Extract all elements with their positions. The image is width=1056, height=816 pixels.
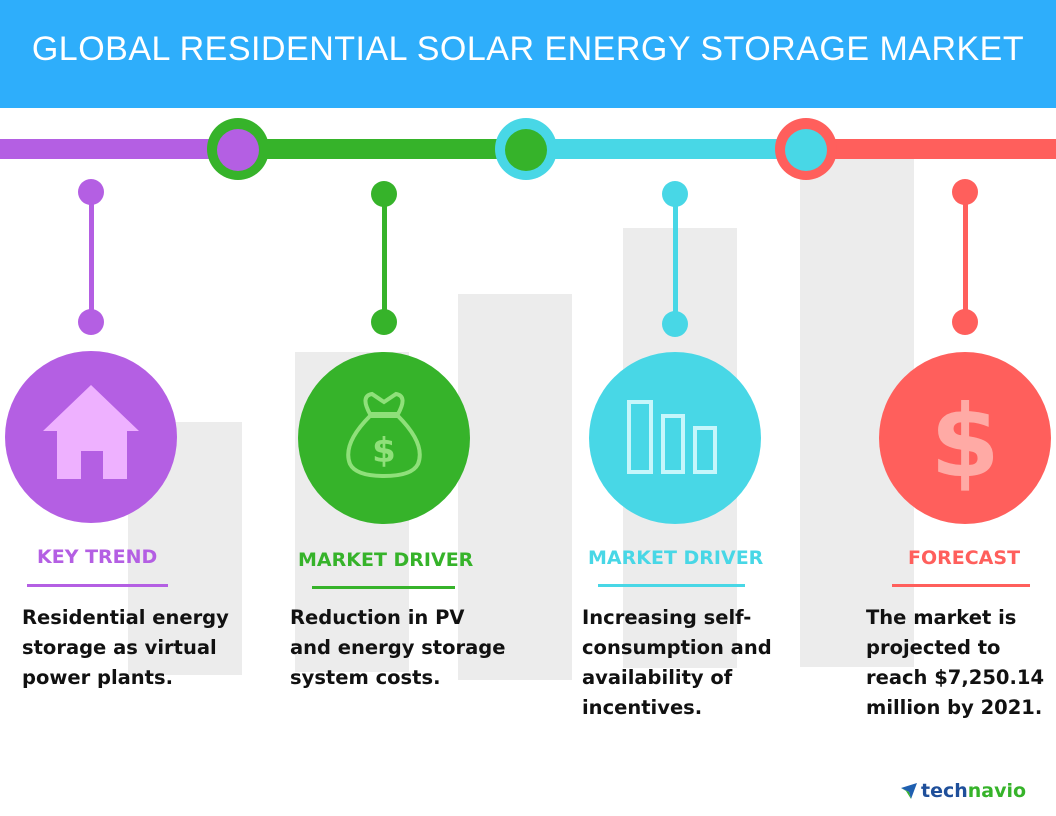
- dollar-icon-circle: $: [879, 352, 1051, 524]
- house-icon-circle: [5, 351, 177, 523]
- card-label: FORECAST: [908, 547, 1021, 569]
- logo-arrow-icon: [901, 783, 917, 799]
- svg-text:$: $: [372, 431, 396, 471]
- page-title: GLOBAL RESIDENTIAL SOLAR ENERGY STORAGE …: [31, 30, 1025, 68]
- label-underline: [598, 584, 745, 587]
- header-banner: [0, 0, 1056, 108]
- money-bag-icon: $: [346, 391, 422, 479]
- svg-text:$: $: [930, 383, 1000, 500]
- label-underline: [27, 584, 168, 587]
- connector-dot: [662, 181, 688, 207]
- connector-dot: [78, 179, 104, 205]
- bar-chart-icon: [627, 400, 717, 474]
- timeline-node-inner: [505, 129, 547, 171]
- connector-dot: [371, 181, 397, 207]
- connector-stem: [963, 192, 968, 322]
- label-underline: [312, 586, 455, 589]
- logo-text: tech: [921, 780, 968, 802]
- money-bag-icon-circle: $: [298, 352, 470, 524]
- label-underline: [892, 584, 1030, 587]
- logo-text-accent: navio: [967, 780, 1027, 802]
- connector-dot: [662, 311, 688, 337]
- connector-stem: [673, 192, 678, 322]
- timeline-segment-purple: [0, 139, 240, 159]
- connector-stem: [382, 192, 387, 322]
- bar-chart-icon-circle: [589, 352, 761, 524]
- card-label: MARKET DRIVER: [588, 547, 764, 569]
- connector-dot: [371, 309, 397, 335]
- timeline-node-inner: [785, 129, 827, 171]
- card-label: MARKET DRIVER: [298, 549, 474, 571]
- dollar-icon: $: [930, 383, 1000, 500]
- connector-stem: [89, 192, 94, 322]
- timeline-node-inner: [217, 129, 259, 171]
- card-label: KEY TREND: [37, 546, 158, 568]
- timeline-segment-red: [808, 139, 1056, 159]
- timeline-segment-cyan: [525, 139, 810, 159]
- timeline-segment-green: [237, 139, 527, 159]
- background-bar: [458, 294, 572, 680]
- connector-dot: [952, 179, 978, 205]
- house-icon: [43, 385, 139, 479]
- connector-dot: [952, 309, 978, 335]
- connector-dot: [78, 309, 104, 335]
